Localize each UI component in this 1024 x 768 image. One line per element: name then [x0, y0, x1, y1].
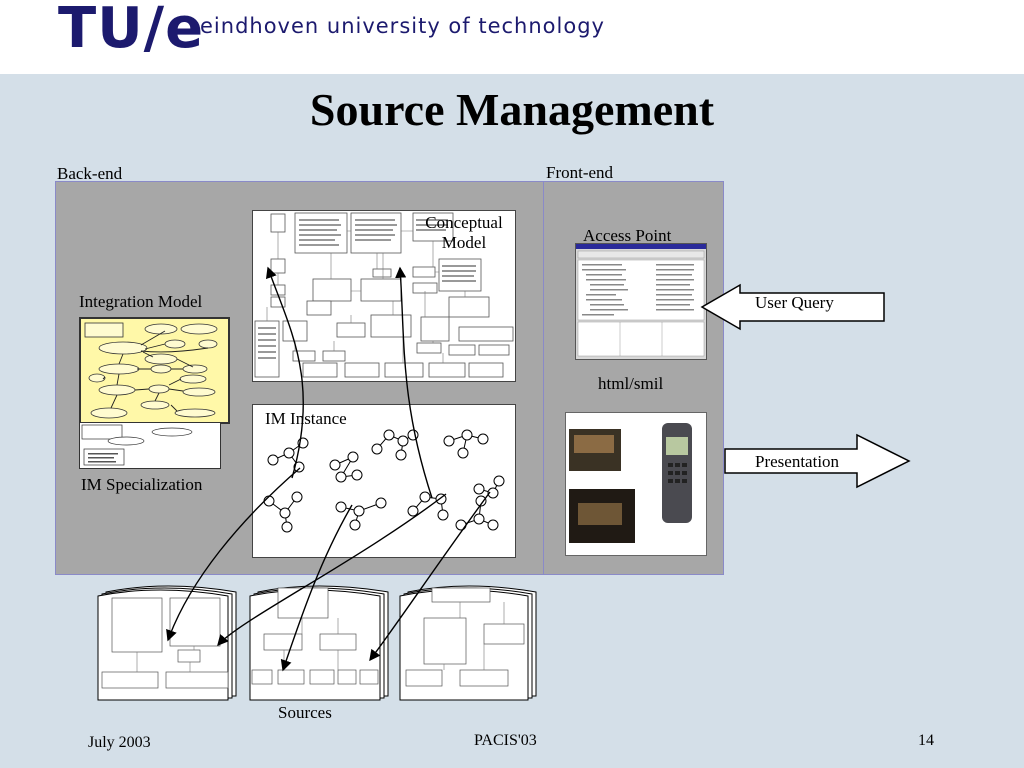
conceptual-model-uml: [254, 212, 514, 378]
header-bar: [0, 0, 1024, 74]
im-specialization-panel: [79, 422, 221, 469]
footer-venue: PACIS'03: [474, 732, 537, 749]
im-specialization-label: IM Specialization: [81, 475, 203, 494]
im-instance-label: IM Instance: [265, 409, 347, 428]
tue-logo: TU/e: [58, 0, 205, 61]
access-point-label: Access Point: [583, 226, 672, 245]
integration-model-panel: [79, 317, 230, 424]
user-query-arrow: [700, 283, 885, 331]
presentation-media-image: [569, 423, 692, 543]
university-name: eindhoven university of technology: [200, 14, 605, 38]
im-specialization-graph: [81, 424, 193, 466]
html-smil-label: html/smil: [598, 374, 664, 393]
access-point-window-image: [576, 244, 706, 357]
footer-date: July 2003: [88, 734, 151, 751]
integration-model-graph: [84, 322, 218, 419]
backend-label: Back-end: [57, 164, 123, 183]
presentation-screenshot: [565, 412, 707, 556]
im-instance-graph: [263, 429, 505, 533]
conceptual-model-panel: [252, 210, 516, 382]
access-point-screenshot: [575, 243, 707, 360]
im-instance-panel: [252, 404, 516, 558]
integration-model-label: Integration Model: [79, 292, 203, 311]
footer-page-number: 14: [918, 732, 934, 749]
presentation-arrow: [724, 433, 911, 489]
user-query-label: User Query: [755, 293, 834, 312]
frontend-label: Front-end: [546, 163, 614, 182]
sources-label: Sources: [278, 703, 332, 722]
conceptual-model-label: Conceptual Model: [425, 213, 503, 252]
slide-title: Source Management: [309, 84, 715, 135]
presentation-label: Presentation: [755, 452, 840, 471]
